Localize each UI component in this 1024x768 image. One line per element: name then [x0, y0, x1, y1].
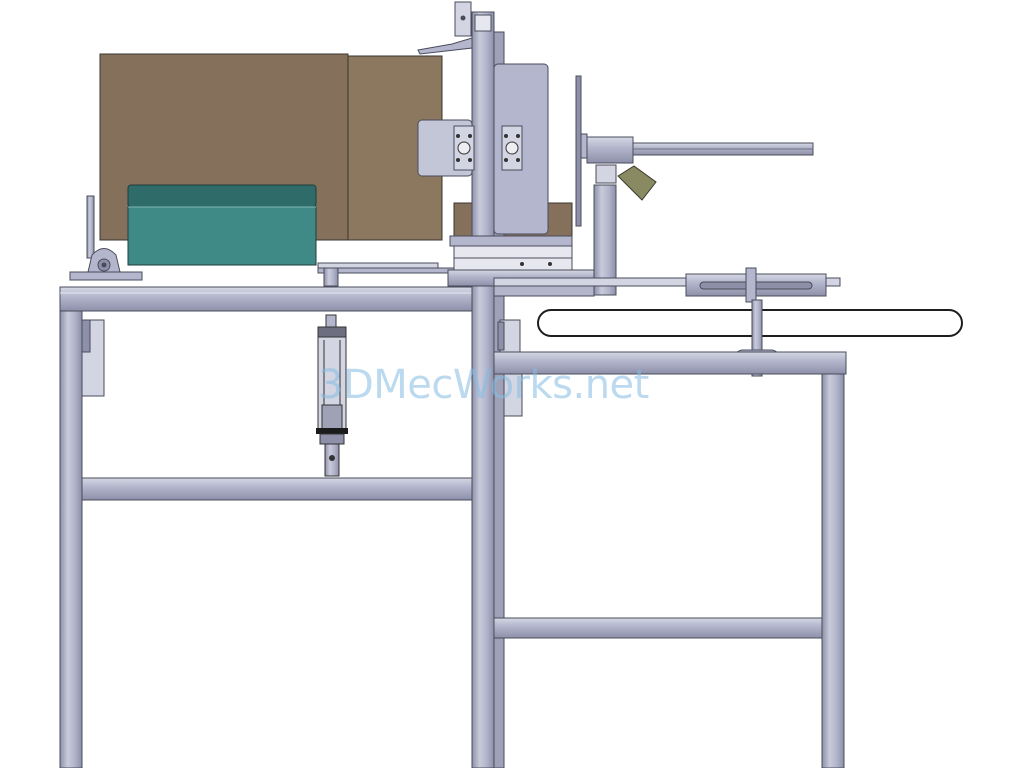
pillow-block-bearing	[69, 195, 143, 281]
left-table	[59, 286, 473, 768]
pneumatic-cylinder	[316, 314, 348, 477]
roller-arm	[575, 75, 814, 296]
center-post	[417, 1, 505, 768]
slide-track	[493, 267, 841, 303]
right-table	[493, 319, 847, 768]
left-rail	[317, 262, 469, 287]
gearbox-assembly	[417, 63, 549, 235]
teal-housing	[127, 184, 317, 266]
